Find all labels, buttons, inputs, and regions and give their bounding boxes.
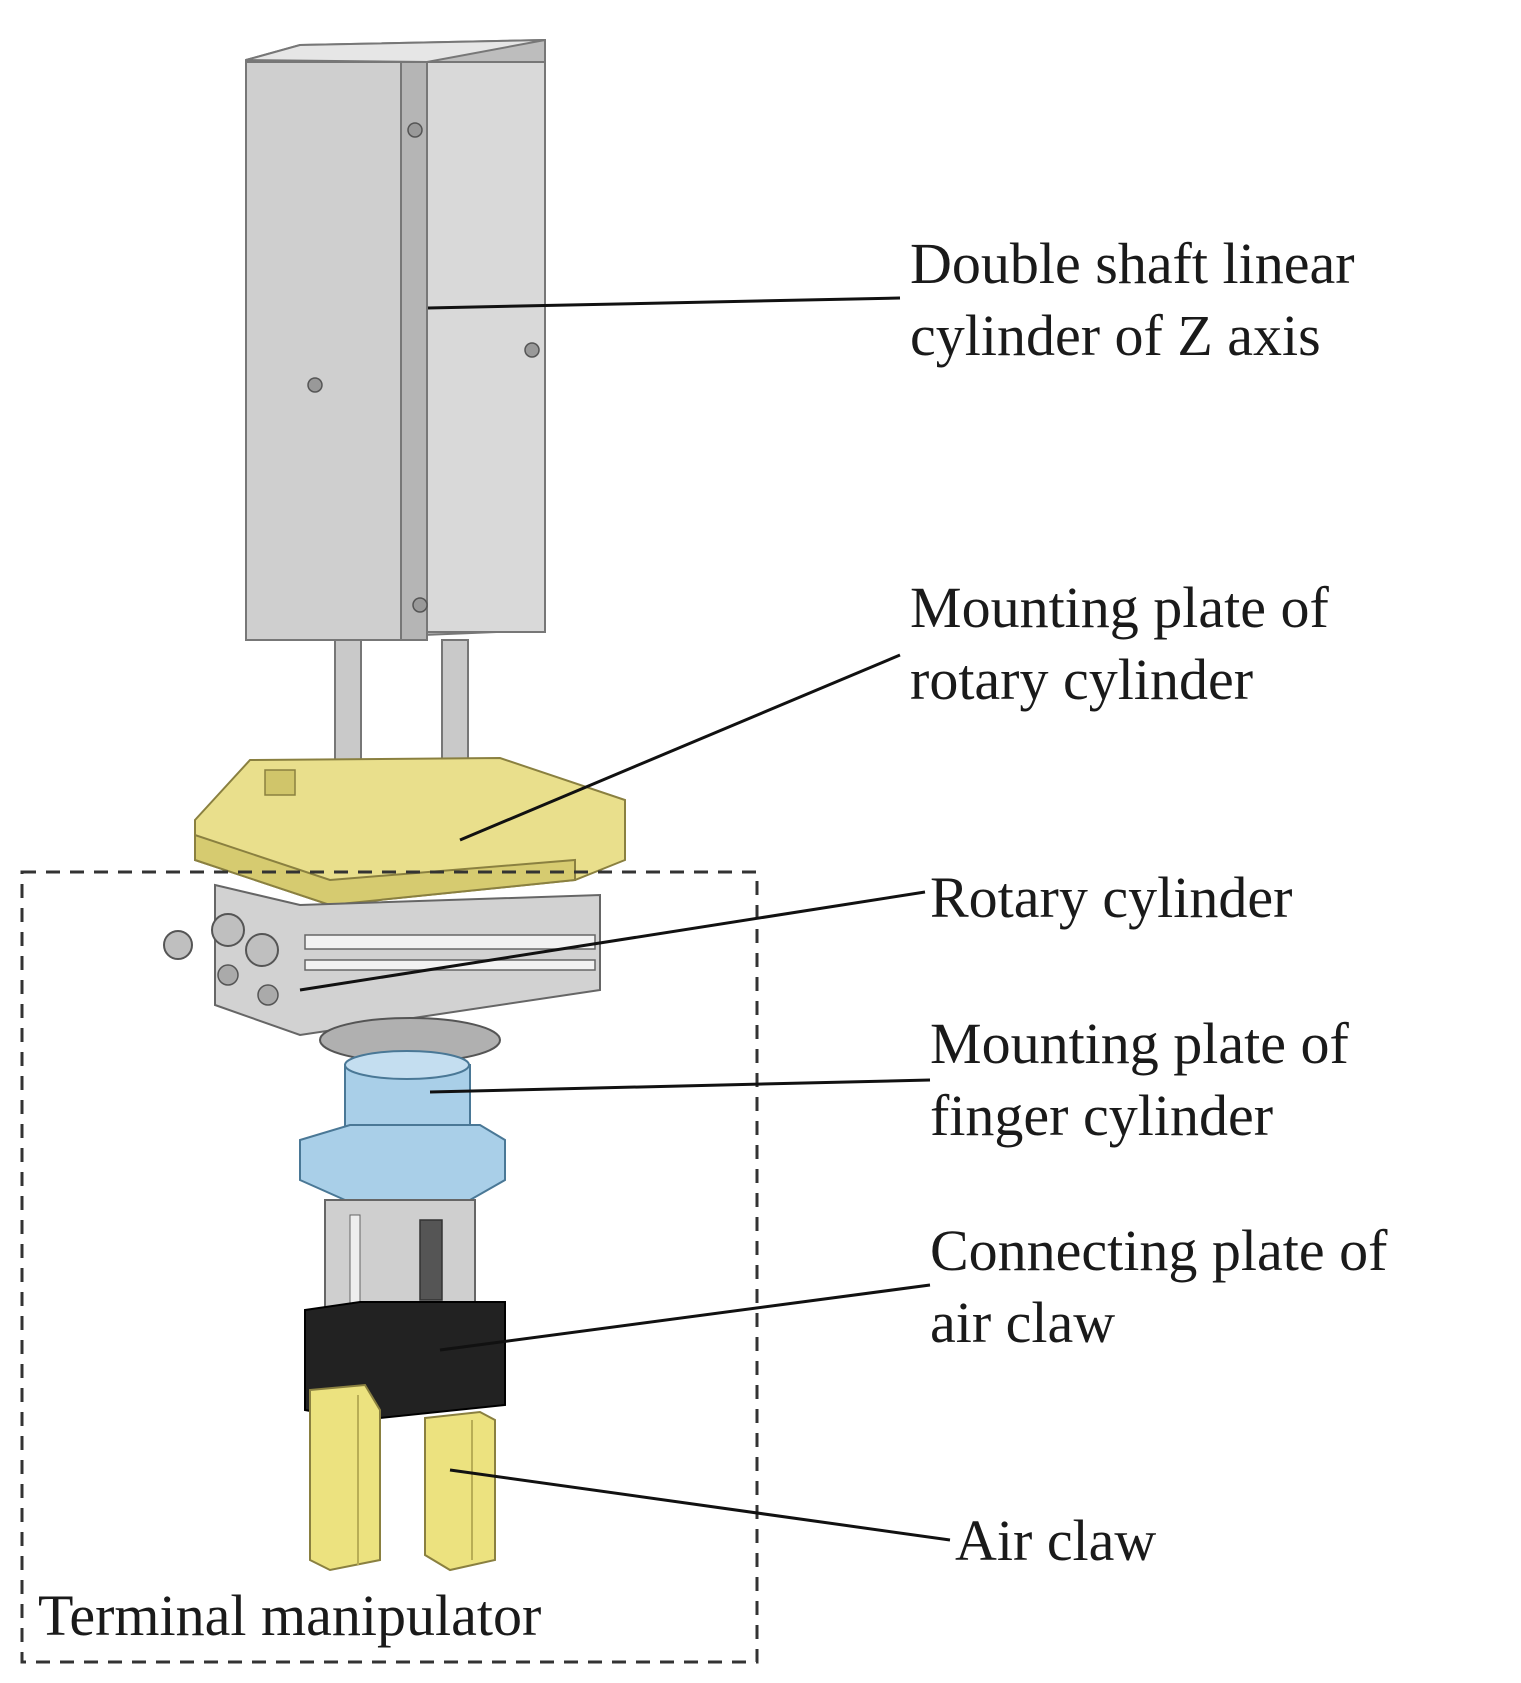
leader-z-cylinder (427, 296, 901, 310)
label-rotary-plate-line2: rotary cylinder (910, 647, 1254, 712)
label-air-claw-connecting-plate: Connecting plate of air claw (930, 1215, 1387, 1359)
label-terminal-manipulator: Terminal manipulator (38, 1580, 541, 1652)
finger-cylinder (324, 1199, 476, 1311)
label-air-claw: Air claw (955, 1505, 1156, 1577)
label-connecting-plate-line1: Connecting plate of (930, 1218, 1388, 1283)
label-rotary-plate-line1: Mounting plate of (910, 575, 1329, 640)
label-finger-cylinder-mounting-plate: Mounting plate of finger cylinder (930, 1008, 1349, 1152)
label-finger-plate-line2: finger cylinder (930, 1083, 1274, 1148)
leader-finger-plate (429, 1078, 931, 1094)
leader-lines (299, 296, 951, 1542)
leader-air-claw (449, 1468, 951, 1542)
leader-connecting-plate (439, 1283, 931, 1352)
terminal-manipulator-box (20, 870, 759, 1664)
rotary-cylinder (163, 883, 601, 1063)
label-finger-plate-line1: Mounting plate of (930, 1011, 1349, 1076)
air-claw (309, 1383, 496, 1572)
label-z-axis-cylinder-line2: cylinder of Z axis (910, 303, 1321, 368)
label-z-axis-cylinder-line1: Double shaft linear (910, 231, 1355, 296)
label-connecting-plate-line2: air claw (930, 1290, 1116, 1355)
rotary-cylinder-mounting-plate (194, 756, 626, 907)
leader-rotary-cylinder (299, 890, 926, 992)
finger-cylinder-mounting-plate (299, 1050, 506, 1201)
label-air-claw-line1: Air claw (955, 1508, 1157, 1573)
leader-rotary-plate (459, 653, 901, 842)
label-rotary-cylinder: Rotary cylinder (930, 862, 1292, 934)
label-terminal-manipulator-text: Terminal manipulator (38, 1583, 542, 1648)
label-rotary-cylinder-line1: Rotary cylinder (930, 865, 1293, 930)
label-rotary-cylinder-mounting-plate: Mounting plate of rotary cylinder (910, 572, 1329, 716)
label-z-axis-cylinder: Double shaft linear cylinder of Z axis (910, 228, 1355, 372)
z-axis-cylinder (245, 38, 546, 641)
